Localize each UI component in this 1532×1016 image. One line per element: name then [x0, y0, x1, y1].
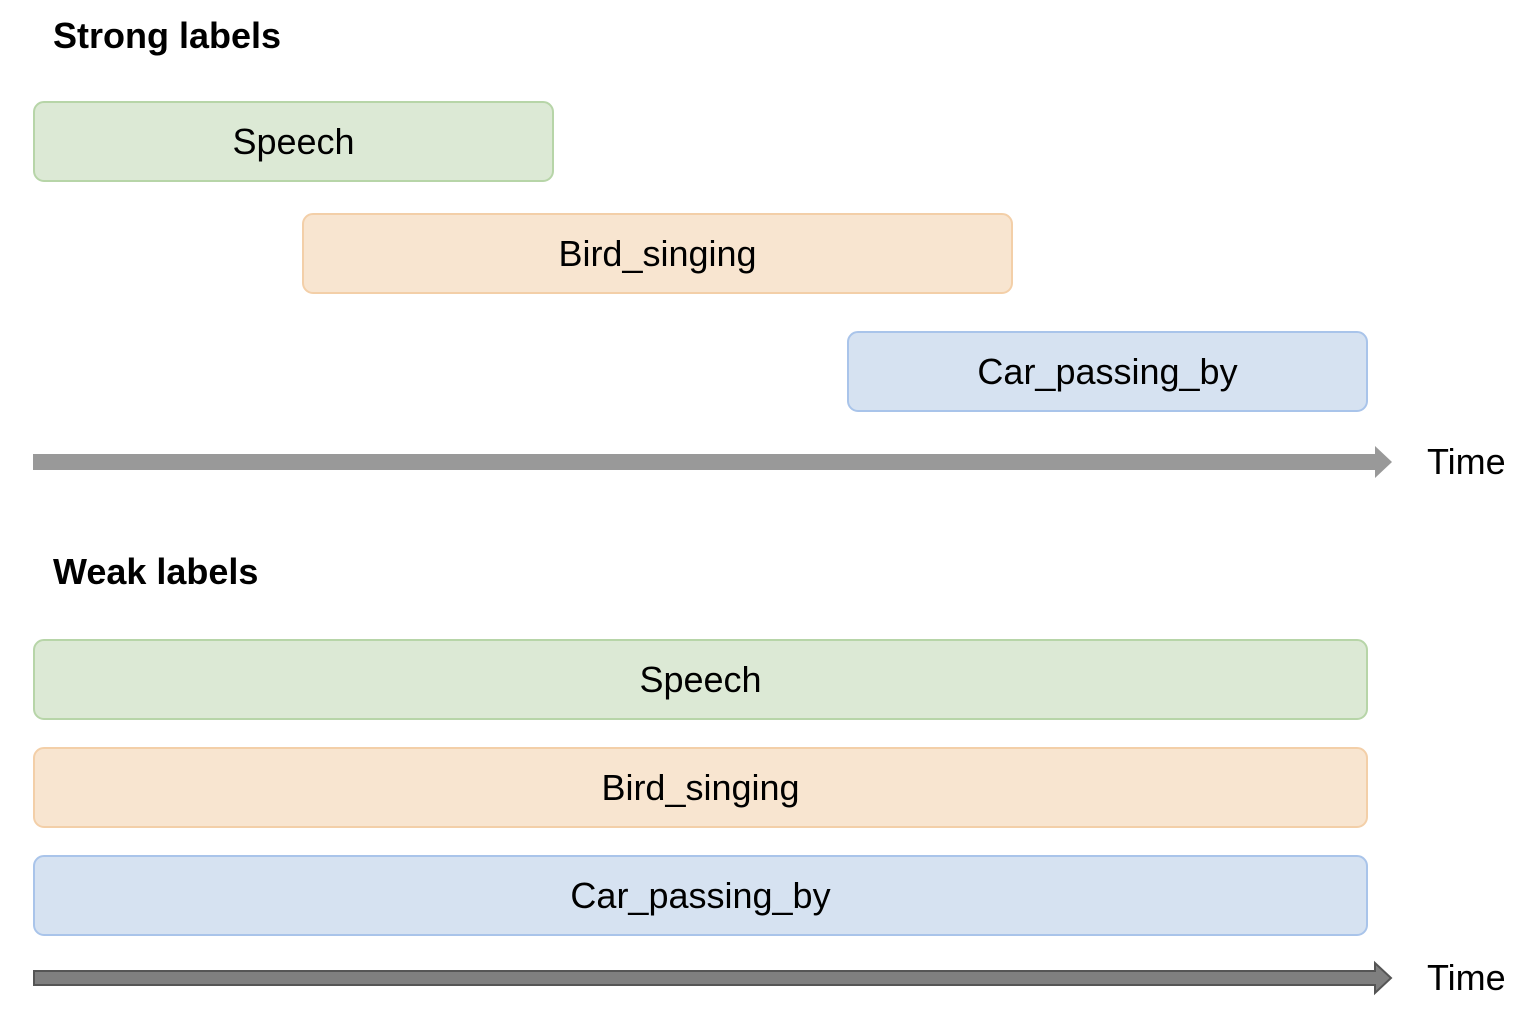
strong-speech-bar: Speech	[33, 101, 554, 182]
strong-car-passing-by-label: Car_passing_by	[977, 350, 1238, 392]
weak-car-passing-by-bar: Car_passing_by	[33, 855, 1368, 936]
weak-speech-bar: Speech	[33, 639, 1368, 720]
strong-time-arrow-icon	[33, 446, 1392, 478]
weak-labels-title: Weak labels	[53, 551, 259, 592]
weak-time-label: Time	[1427, 957, 1506, 998]
strong-car-passing-by-bar: Car_passing_by	[847, 331, 1368, 412]
weak-time-axis: Time	[0, 958, 1532, 998]
strong-bird-singing-label: Bird_singing	[558, 232, 757, 274]
weak-speech-label: Speech	[639, 658, 762, 700]
weak-bird-singing-label: Bird_singing	[601, 766, 800, 808]
weak-bird-singing-bar: Bird_singing	[33, 747, 1368, 828]
strong-time-axis: Time	[0, 442, 1532, 482]
strong-time-label: Time	[1427, 441, 1506, 482]
weak-car-passing-by-label: Car_passing_by	[570, 874, 831, 916]
strong-bird-singing-bar: Bird_singing	[302, 213, 1013, 294]
strong-labels-title: Strong labels	[53, 15, 282, 56]
weak-time-arrow-icon	[33, 960, 1393, 996]
strong-speech-label: Speech	[232, 120, 355, 162]
